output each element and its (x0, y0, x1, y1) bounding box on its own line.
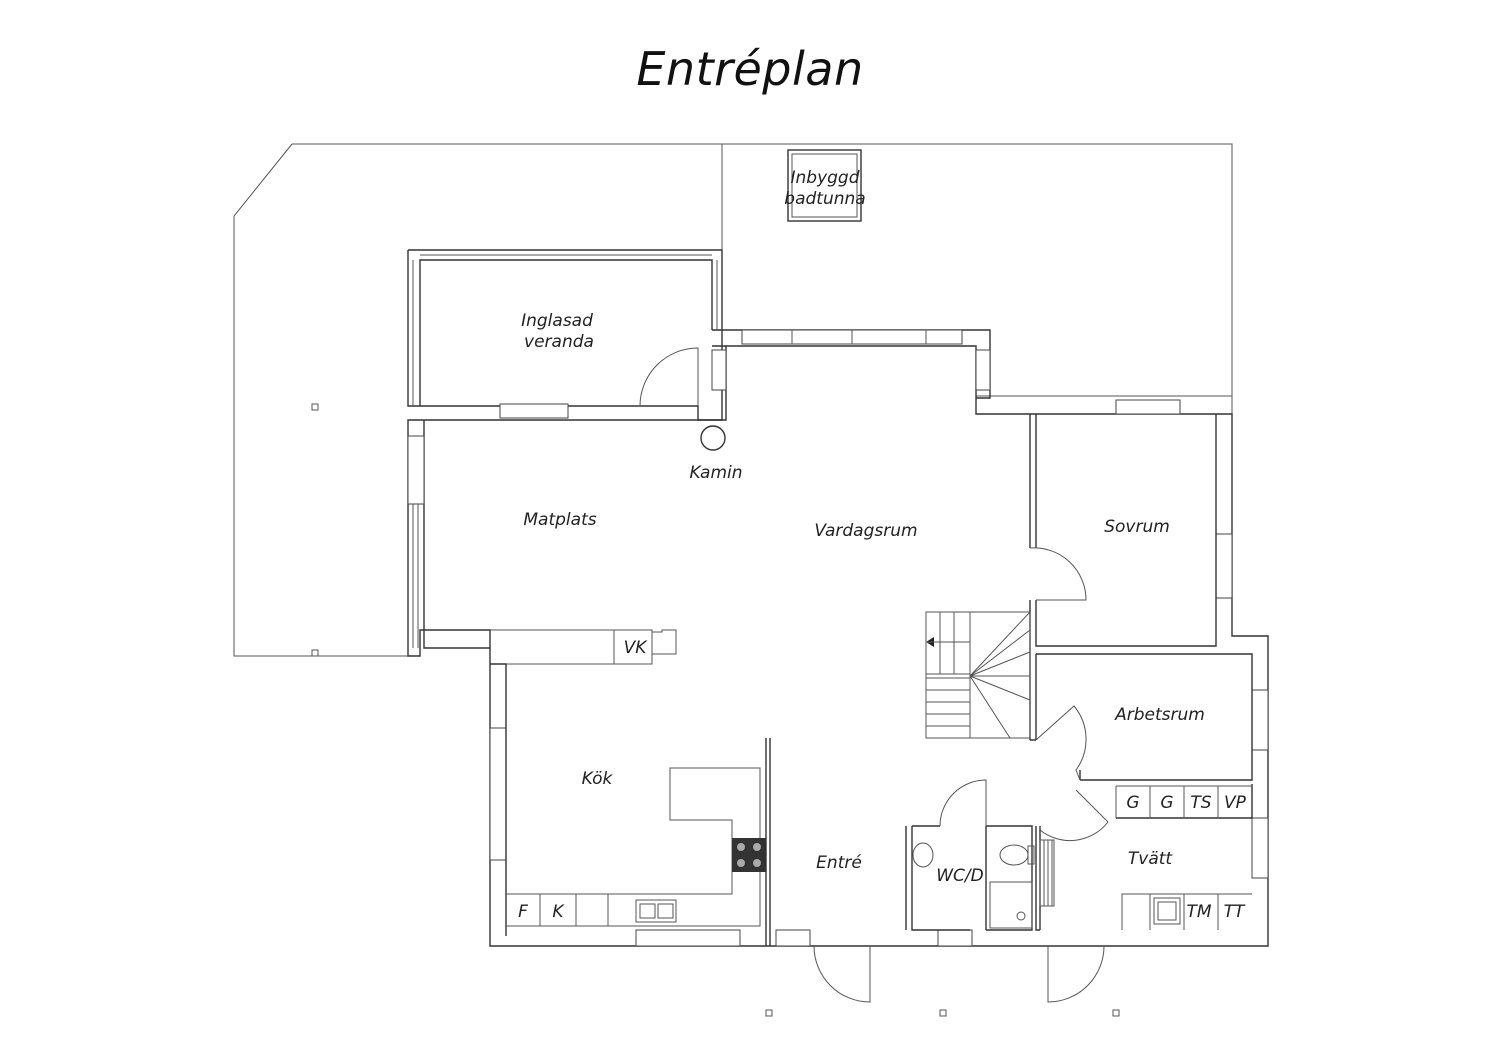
matplats-label: Matplats (523, 510, 596, 530)
stove (732, 838, 766, 872)
kitchen-counter (506, 767, 761, 927)
sovrum-door (1029, 547, 1087, 601)
deck-post (311, 649, 319, 657)
vardagsrum-label: Vardagsrum (814, 521, 917, 541)
vp-label: VP (1224, 793, 1247, 813)
tt-label: TT (1224, 902, 1246, 922)
entrance-door (813, 945, 871, 1003)
heater (1039, 839, 1055, 907)
fridge-label: F (518, 902, 528, 922)
wcd-label: WC/D (936, 866, 984, 886)
shower (989, 881, 1033, 929)
tvatt-door (1039, 789, 1109, 842)
window (1251, 817, 1269, 879)
tvatt-label: Tvätt (1128, 849, 1174, 869)
sovrum-label: Sovrum (1104, 517, 1170, 537)
tvatt-exterior-door (1047, 945, 1105, 1003)
kitchen-top-counter (490, 629, 653, 665)
window (1115, 399, 1181, 415)
tm-label: TM (1186, 902, 1211, 922)
toilet (999, 844, 1029, 866)
hot-tub (787, 149, 862, 222)
page-title: Entréplan (636, 42, 864, 96)
kok-label: Kök (582, 769, 614, 789)
deck-post (939, 1009, 947, 1017)
laundry-cabinets (1115, 785, 1252, 818)
deck-post (1112, 1009, 1120, 1017)
veranda-door (639, 347, 699, 407)
laundry-sink (1153, 897, 1181, 925)
hot-tub-label-2: badtunna (784, 189, 865, 209)
fireplace (700, 425, 726, 451)
window (775, 929, 811, 947)
window (499, 403, 569, 419)
ts-label: TS (1190, 793, 1211, 813)
kitchen-sink (635, 899, 677, 923)
washbasin (912, 842, 934, 868)
arbetsrum-door (1035, 705, 1087, 781)
arbetsrum-label: Arbetsrum (1114, 705, 1205, 725)
kamin-label: Kamin (689, 463, 742, 483)
veranda-label-2: veranda (524, 332, 594, 352)
vk-label: VK (624, 638, 649, 658)
house-outer-wall (407, 329, 1269, 947)
deck-post (765, 1009, 773, 1017)
deck-post (311, 403, 319, 411)
freezer-label: K (552, 902, 565, 922)
wc-door (939, 779, 987, 827)
deck-outline (233, 143, 1233, 657)
g1-label: G (1126, 793, 1139, 813)
window (1215, 533, 1233, 599)
window (975, 349, 991, 391)
window (1251, 689, 1269, 751)
window (489, 727, 507, 861)
laundry-units (1121, 893, 1252, 930)
staircase (925, 611, 1031, 739)
hot-tub-label-1: Inbyggd (790, 168, 859, 188)
window (937, 929, 973, 947)
window (711, 349, 727, 391)
entre-label: Entré (816, 853, 862, 873)
g2-label: G (1160, 793, 1173, 813)
veranda-label-1: Inglasad (521, 311, 593, 331)
window (635, 929, 741, 947)
window (407, 435, 425, 505)
